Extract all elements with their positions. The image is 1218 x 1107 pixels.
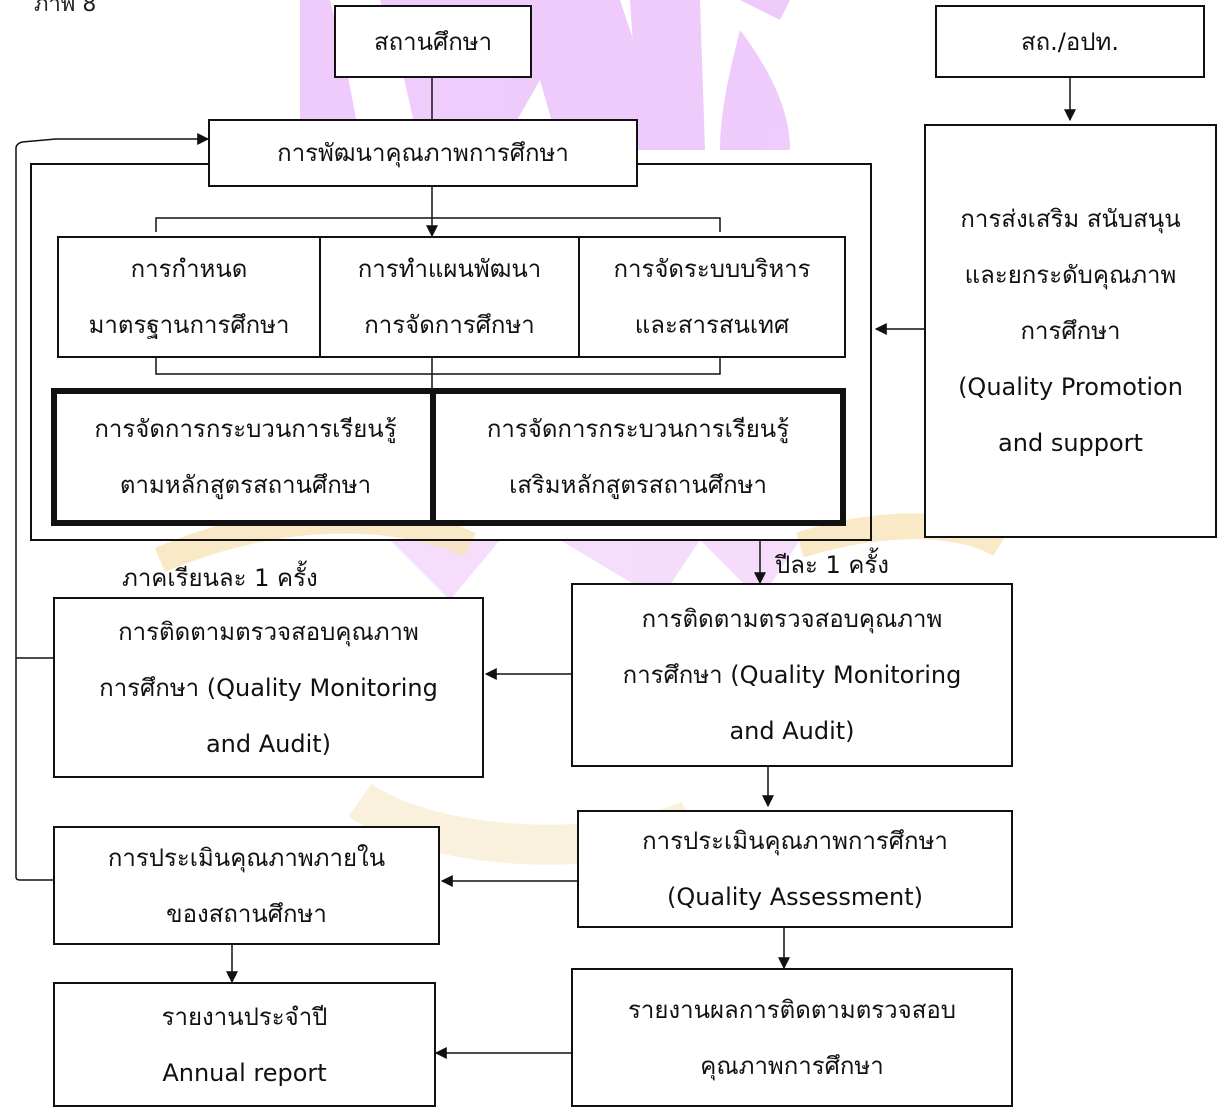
box-set-standards: การกำหนด มาตรฐานการศึกษา [57,236,321,358]
box-school: สถานศึกษา [334,5,532,78]
box-learning-core: การจัดการกระบวนการเรียนรู้ ตามหลักสูตรสถ… [51,388,440,526]
box-quality-promotion: การส่งเสริม สนับสนุน และยกระดับคุณภาพ กา… [924,124,1217,538]
box-quality-assessment: การประเมินคุณภาพการศึกษา (Quality Assess… [577,810,1013,928]
box-quality-development: การพัฒนาคุณภาพการศึกษา [208,119,638,187]
box-internal-evaluation: การประเมินคุณภาพภายใน ของสถานศึกษา [53,826,440,945]
box-monitoring-external: การติดตามตรวจสอบคุณภาพ การศึกษา (Quality… [571,583,1013,767]
box-monitoring-report: รายงานผลการติดตามตรวจสอบ คุณภาพการศึกษา [571,968,1013,1107]
label-per-semester: ภาคเรียนละ 1 ครั้ง [122,564,318,592]
box-development-plan: การทำแผนพัฒนา การจัดการศึกษา [319,236,580,358]
figure-label: ภาพ 8 [34,0,97,17]
box-monitoring-internal: การติดตามตรวจสอบคุณภาพ การศึกษา (Quality… [53,597,484,778]
label-per-year: ปีละ 1 ครั้ง [775,551,890,579]
box-office: สถ./อปท. [935,5,1205,78]
box-annual-report: รายงานประจำปี Annual report [53,982,436,1107]
box-admin-system: การจัดระบบบริหาร และสารสนเทศ [578,236,846,358]
box-learning-extra: การจัดการกระบวนการเรียนรู้ เสริมหลักสูตร… [430,388,846,526]
